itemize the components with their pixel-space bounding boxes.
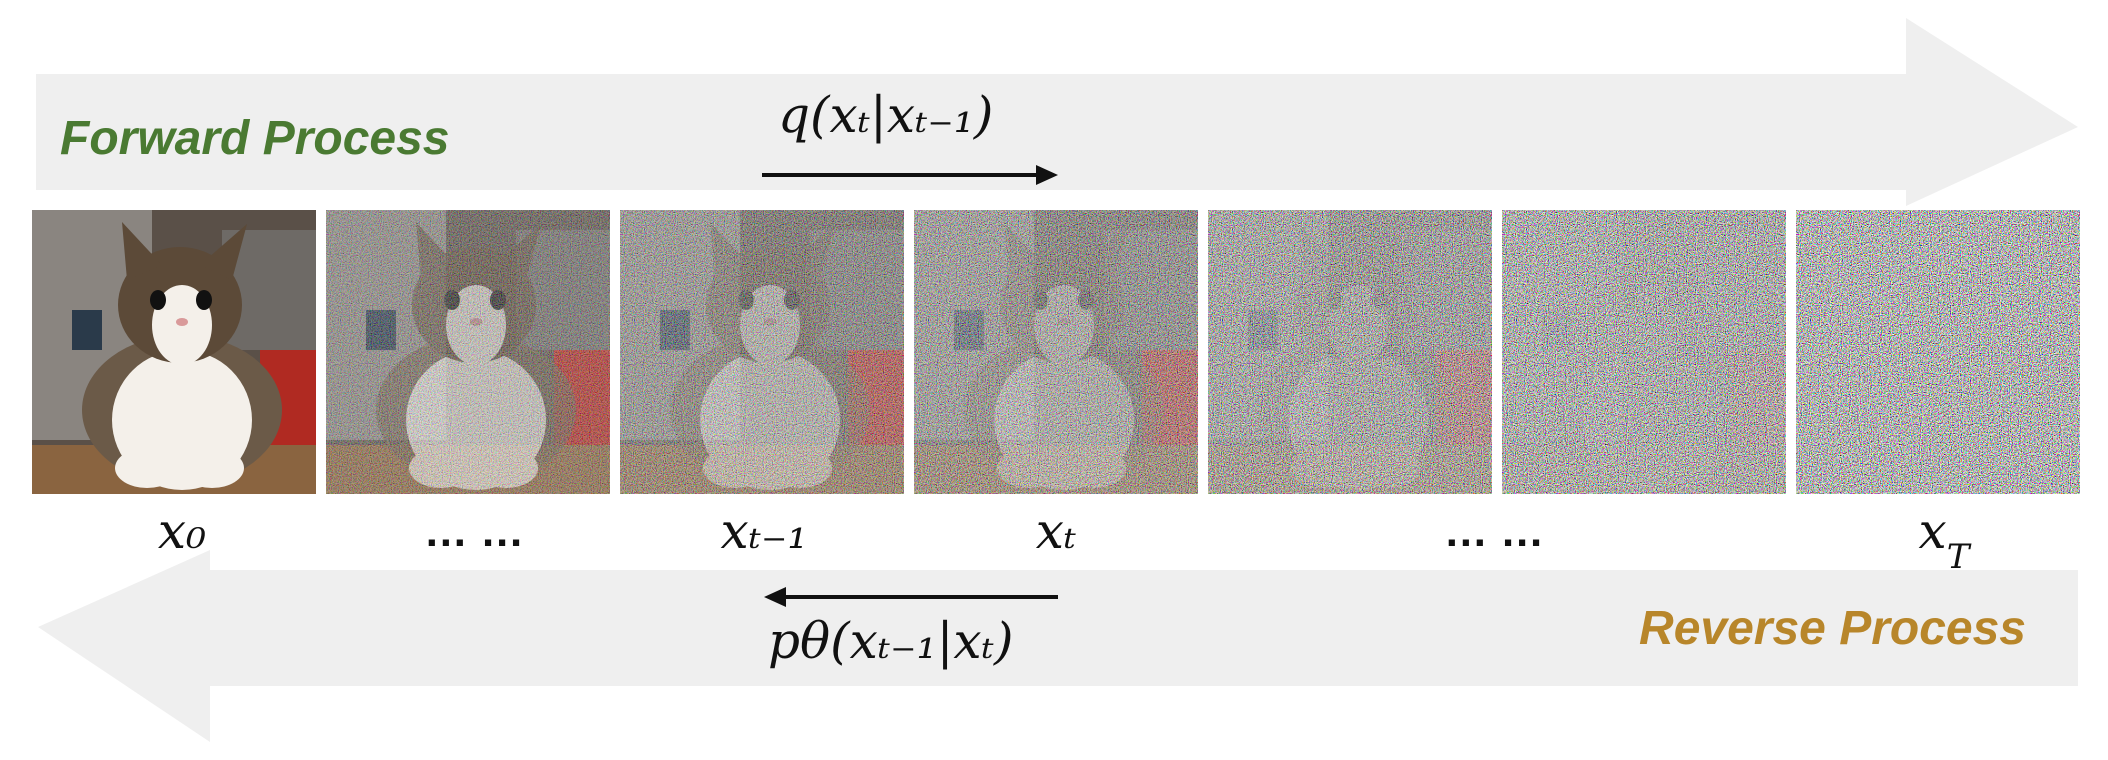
- frame-5: [1208, 210, 1492, 494]
- frame-2: [326, 210, 610, 494]
- forward-step-arrow: [762, 165, 1058, 185]
- label-xt-minus-1: xₜ₋₁: [721, 502, 808, 560]
- forward-process-label: Forward Process: [60, 112, 449, 165]
- label-xt: xₜ: [1036, 502, 1077, 560]
- reverse-arrow-shape: [38, 550, 2078, 742]
- reverse-formula: pθ(xₜ₋₁|xₜ): [768, 612, 1013, 670]
- label-xT: xT: [1919, 502, 1972, 577]
- reverse-step-arrow: [764, 587, 1058, 607]
- frame-xt-minus-1: [620, 210, 904, 494]
- forward-arrow-shape: [36, 18, 2078, 206]
- frame-xt: [914, 210, 1198, 494]
- frame-6: [1502, 210, 1786, 494]
- forward-formula: q(xₜ|xₜ₋₁): [778, 86, 993, 144]
- label-dots-2: … …: [1444, 507, 1544, 556]
- image-frames: [32, 210, 2080, 494]
- frame-xT: [1796, 210, 2080, 494]
- label-dots-1: … …: [424, 507, 524, 556]
- reverse-process-label: Reverse Process: [1639, 602, 2026, 655]
- frame-x0: [32, 210, 316, 494]
- label-x0: x₀: [158, 502, 206, 560]
